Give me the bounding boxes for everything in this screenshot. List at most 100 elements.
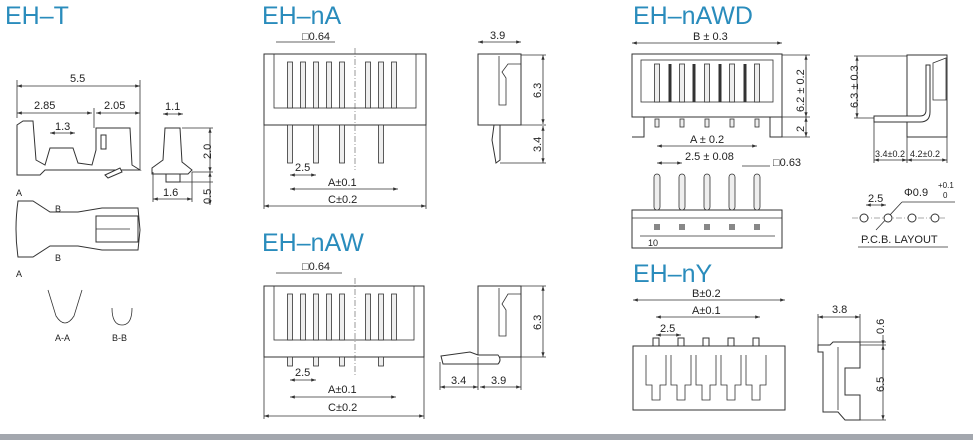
eh-ny-top-tab xyxy=(752,337,760,347)
eh-nawd-bottom-pins xyxy=(653,173,761,230)
pcb-tol-plus: +0.1 xyxy=(938,181,954,190)
eh-nawd-bottom-pin xyxy=(653,173,661,211)
eh-naw-dim-pitch: 2.5 xyxy=(295,367,310,379)
eh-naw-pin xyxy=(391,293,397,341)
eh-na-dim-a: A±0.1 xyxy=(328,177,357,189)
eh-naw-dim-c: C±0.2 xyxy=(328,402,357,414)
terminal-side-profile xyxy=(16,120,142,176)
eh-ny-dim-b: B±0.2 xyxy=(692,288,721,300)
eh-naw-side-body xyxy=(477,285,522,358)
eh-naw-pin xyxy=(326,293,332,341)
eh-ny-dim-depth: 3.8 xyxy=(832,304,847,316)
eh-na-side-body xyxy=(477,53,522,126)
pcb-tol-minus: 0 xyxy=(943,191,948,200)
eh-naw-pin xyxy=(287,293,293,341)
eh-nawd-pin-square xyxy=(754,224,760,230)
eh-nawd-title: EH–nAWD xyxy=(633,2,753,30)
eh-na-dim-height: 6.3 xyxy=(532,83,544,98)
eh-nawd-dim-lead: 3.4±0.2 xyxy=(875,149,905,159)
eh-nawd-pins xyxy=(654,63,760,128)
pcb-hole xyxy=(930,213,940,223)
eh-naw-pin-lead xyxy=(378,356,384,367)
eh-nawd-section: EH–nAWD B ± 0.3 6.2 ± 0.2 2 6.3 ± 0.3 3.… xyxy=(631,2,955,249)
eh-nawd-slot xyxy=(692,64,696,102)
pcb-dim-pitch: 2.5 xyxy=(868,193,883,205)
eh-nawd-pin-square xyxy=(679,224,685,230)
eh-na-pin-lead xyxy=(339,124,345,164)
eh-nawd-pin xyxy=(729,63,735,103)
eh-nawd-pin-square xyxy=(729,224,735,230)
pcb-hole xyxy=(883,213,893,223)
pcb-hole xyxy=(907,213,917,223)
eh-nawd-slot xyxy=(718,64,722,102)
eh-nawd-bottom-pin xyxy=(703,173,711,211)
eh-t-dim-left: 2.85 xyxy=(34,100,55,112)
eh-naw-pin xyxy=(313,293,319,341)
terminal-front-foot xyxy=(165,173,181,183)
eh-ny-side-body xyxy=(817,341,861,421)
eh-ny-contact xyxy=(695,355,717,401)
eh-nawd-pin xyxy=(654,63,660,103)
eh-naw-pin-lead xyxy=(287,356,293,367)
eh-nawd-pin-tail xyxy=(679,118,685,128)
eh-nawd-dim-pin-size: □0.63 xyxy=(773,157,801,169)
eh-na-dim-c: C±0.2 xyxy=(328,194,357,206)
eh-ny-top-tab xyxy=(727,337,735,347)
eh-nawd-dim-foot: 2 xyxy=(795,126,807,132)
eh-ny-dim-height: 6.5 xyxy=(875,377,887,392)
eh-t-section: EH–T 5.5 2.85 2.05 1.3 1.1 1.6 2.0 0.5 A… xyxy=(5,2,214,343)
eh-naw-pin-lead xyxy=(313,356,319,367)
eh-nawd-dim-pitch: 2.5 ± 0.08 xyxy=(685,151,734,163)
eh-na-pin xyxy=(339,61,345,109)
eh-nawd-dim-b: B ± 0.3 xyxy=(693,31,728,43)
eh-ny-dim-top: 0.6 xyxy=(875,319,887,334)
eh-nawd-pin xyxy=(754,63,760,103)
eh-na-pin xyxy=(300,61,306,109)
eh-na-side-pin xyxy=(491,124,501,164)
eh-nawd-dim-height: 6.2 ± 0.2 xyxy=(795,69,807,112)
eh-t-dim-height: 2.0 xyxy=(202,144,214,159)
terminal-tab xyxy=(104,167,123,179)
eh-nawd-dim-a: A ± 0.2 xyxy=(690,134,724,146)
eh-na-pin-lead xyxy=(313,124,319,164)
eh-naw-section: EH–nAW □0.64 2.5 A±0.1 C±0.2 3.4 3.9 6.3 xyxy=(262,229,546,419)
eh-naw-dim-lead: 3.4 xyxy=(451,375,466,387)
eh-naw-pin xyxy=(378,293,384,341)
eh-naw-pin xyxy=(300,293,306,341)
section-mark-a-top: A xyxy=(16,188,22,198)
eh-na-pin xyxy=(326,61,332,109)
eh-nawd-pin-count-mark: 10 xyxy=(648,238,658,248)
eh-nawd-side-lead xyxy=(873,64,931,123)
eh-na-pin xyxy=(313,61,319,109)
eh-t-title: EH–T xyxy=(5,2,69,30)
section-mark-a-bottom: A xyxy=(16,269,22,279)
section-aa-label: A-A xyxy=(55,333,70,343)
eh-t-dim-right: 2.05 xyxy=(104,100,125,112)
terminal-window xyxy=(100,134,107,150)
eh-naw-side-lead xyxy=(440,351,501,365)
eh-t-dim-overall: 5.5 xyxy=(70,73,85,85)
section-mark-b-top: B xyxy=(55,204,61,214)
eh-naw-dim-pin-size: □0.64 xyxy=(302,261,330,273)
eh-nawd-pin xyxy=(679,63,685,103)
section-aa-shape xyxy=(47,289,83,324)
eh-na-pin-lead xyxy=(287,124,293,164)
eh-t-dim-width: 1.6 xyxy=(163,187,178,199)
eh-ny-top-tab xyxy=(652,337,660,347)
eh-na-pin xyxy=(391,61,397,109)
eh-nawd-pin-tail xyxy=(754,118,760,128)
eh-naw-title: EH–nAW xyxy=(262,229,364,257)
eh-t-dim-foot: 0.5 xyxy=(202,189,214,204)
eh-na-dim-depth: 3.9 xyxy=(490,30,505,42)
eh-ny-contact xyxy=(645,355,667,401)
eh-ny-top-tab xyxy=(677,337,685,347)
eh-nawd-dim-depth: 4.2±0.2 xyxy=(910,149,940,159)
eh-nawd-pin-square xyxy=(654,224,660,230)
eh-naw-dim-depth: 3.9 xyxy=(491,375,506,387)
eh-nawd-pin-tail xyxy=(729,118,735,128)
eh-ny-title: EH–nY xyxy=(633,260,713,288)
eh-nawd-dim-side-height: 6.3 ± 0.3 xyxy=(849,65,861,108)
eh-na-dim-pin-len: 3.4 xyxy=(532,137,544,152)
pcb-dim-hole: Φ0.9 xyxy=(904,187,928,199)
